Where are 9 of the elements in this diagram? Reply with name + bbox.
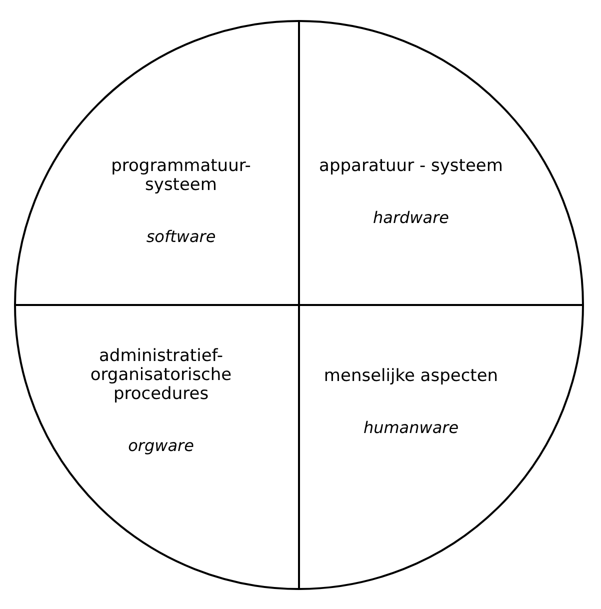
quadrant-heading: apparatuur - systeem bbox=[318, 157, 504, 176]
quadrant-caption: hardware bbox=[372, 208, 450, 227]
quadrant-heading: menselijke aspecten bbox=[322, 367, 500, 386]
circle bbox=[14, 20, 584, 590]
quadrant-caption: software bbox=[145, 227, 217, 246]
quadrant-heading: administratief- organisatorische procedures bbox=[89, 347, 233, 404]
quadrant-heading: programmatuur- systeem bbox=[110, 157, 252, 195]
quadrant-caption: orgware bbox=[127, 436, 195, 455]
quadrant-caption: humanware bbox=[362, 418, 460, 437]
